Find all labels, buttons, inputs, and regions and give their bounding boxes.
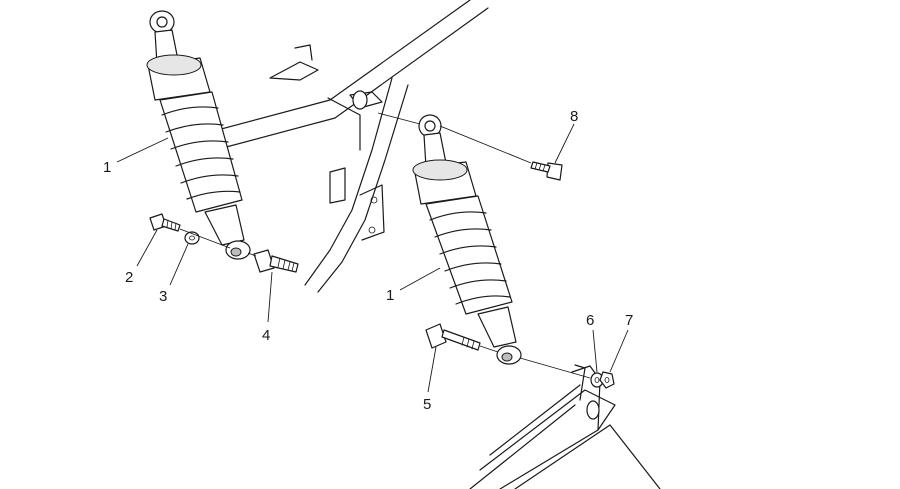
bolt-item-8 bbox=[530, 161, 563, 181]
callout-2: 2 bbox=[125, 269, 133, 286]
callout-7: 7 bbox=[625, 312, 633, 329]
callout-3: 3 bbox=[159, 288, 167, 305]
stud-bolt-item-4 bbox=[253, 249, 299, 273]
nut-item-7 bbox=[599, 371, 615, 389]
shock-absorber-right bbox=[412, 114, 522, 365]
frame bbox=[209, 0, 489, 293]
swingarm bbox=[469, 364, 661, 489]
bolt-item-2 bbox=[149, 213, 181, 232]
shock-absorber-left bbox=[146, 10, 251, 260]
callout-1-right: 1 bbox=[386, 287, 394, 304]
callout-8: 8 bbox=[570, 108, 578, 125]
callout-labels: 1 2 3 4 1 5 6 7 8 bbox=[103, 108, 633, 413]
callout-6: 6 bbox=[586, 312, 594, 329]
callout-4: 4 bbox=[262, 327, 270, 344]
callout-leaders bbox=[116, 123, 629, 393]
bolt-item-5 bbox=[425, 323, 481, 351]
assembly-centerlines bbox=[179, 112, 591, 379]
callout-1-left: 1 bbox=[103, 159, 111, 176]
callout-5: 5 bbox=[423, 396, 431, 413]
